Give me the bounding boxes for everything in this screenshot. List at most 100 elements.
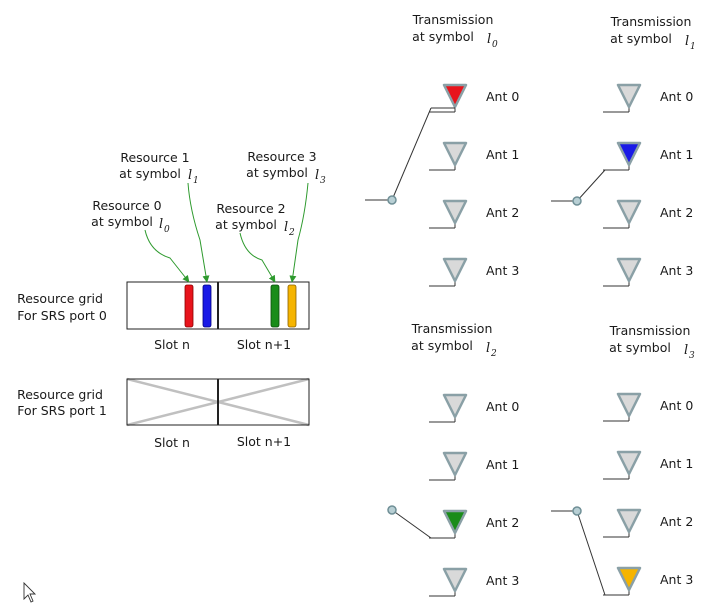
resource1-blue-bar	[202, 284, 212, 328]
panel2-ant3-label: Ant 3	[486, 573, 519, 588]
panel2-switch-pivot	[387, 505, 397, 515]
panel3-title-line2: at symbol	[609, 340, 671, 355]
callout-resource1: Resource 1 at symbol l 1	[119, 150, 210, 283]
panel3-ant2-label: Ant 2	[660, 514, 693, 529]
grid0-label-line2: For SRS port 0	[17, 308, 107, 323]
callout2-sub: 2	[288, 228, 295, 238]
callout3-line1: Resource 3	[247, 149, 316, 164]
resource-grid-port1: Resource grid For SRS port 1 Slot n Slot…	[17, 377, 310, 450]
panel2-title-line2: at symbol	[411, 338, 473, 353]
callout1-line2: at symbol	[119, 166, 181, 181]
grid0-slot-b-label: Slot n+1	[237, 337, 291, 352]
callout0-sub: 0	[164, 225, 170, 235]
panel0-title-symbol: l	[487, 32, 491, 47]
panel0-switch-pivot	[387, 195, 397, 205]
grid0-slot-a-label: Slot n	[154, 337, 190, 352]
panel1-switch-arm	[576, 169, 606, 202]
callout0-line1: Resource 0	[92, 198, 161, 213]
antenna-icon	[616, 450, 642, 476]
callout3-sub: 3	[320, 176, 326, 186]
antenna-icon	[442, 451, 468, 477]
antenna-icon	[442, 141, 468, 167]
panel0-title-line2: at symbol	[412, 29, 474, 44]
callout2-symbol: l	[284, 220, 288, 235]
panel0-ant3-label: Ant 3	[486, 263, 519, 278]
resource0-red-bar	[184, 284, 194, 328]
callout1-line1: Resource 1	[120, 150, 189, 165]
antenna-icon	[616, 257, 642, 283]
antenna-icon	[616, 199, 642, 225]
panel2-ant1-label: Ant 1	[486, 457, 519, 472]
panel0-ant1-label: Ant 1	[486, 147, 519, 162]
panel3-title-sub: 3	[689, 351, 695, 361]
callout1-sub: 1	[193, 176, 199, 186]
panel1-title-symbol: l	[685, 34, 689, 49]
panel1-ant3-label: Ant 3	[660, 263, 693, 278]
antenna-icon	[442, 199, 468, 225]
panel1-title-line2: at symbol	[610, 31, 672, 46]
antenna-icon	[442, 257, 468, 283]
panel3-switch-arm	[576, 510, 606, 596]
callout1-symbol: l	[188, 168, 192, 183]
panel0-title-line1: Transmission	[412, 12, 494, 27]
grid1-slot-a-label: Slot n	[154, 435, 190, 450]
panel3-ant3-label: Ant 3	[660, 572, 693, 587]
grid0-label-line1: Resource grid	[17, 291, 103, 306]
resource-grid-port0: Resource grid For SRS port 0 Slot n Slot…	[17, 281, 310, 352]
grid1-label-line1: Resource grid	[17, 387, 103, 402]
callout0-symbol: l	[159, 217, 163, 232]
panel3-title-symbol: l	[684, 343, 688, 358]
panel3-switch-pivot	[572, 506, 582, 516]
callout-resource3: Resource 3 at symbol l 3	[246, 149, 326, 283]
callout1-arrow	[187, 182, 210, 283]
resource2-green-bar	[270, 284, 280, 328]
panel2-title-sub: 2	[490, 349, 497, 359]
resource3-yellow-bar	[287, 284, 297, 328]
callout3-symbol: l	[315, 168, 319, 183]
antenna-icon	[442, 393, 468, 419]
antenna-active-icon	[442, 509, 468, 535]
antenna-icon	[616, 508, 642, 534]
panel1-title-line1: Transmission	[610, 14, 692, 29]
panel2-switch-arm	[391, 509, 432, 539]
callout3-line2: at symbol	[246, 165, 308, 180]
panel2-title-symbol: l	[486, 341, 490, 356]
callout2-line1: Resource 2	[216, 201, 285, 216]
panel0-title-sub: 0	[492, 40, 498, 50]
panel1-ant2-label: Ant 2	[660, 205, 693, 220]
panel2-title-line1: Transmission	[411, 321, 493, 336]
antenna-icon	[616, 83, 642, 109]
grid1-slot-b-label: Slot n+1	[237, 434, 291, 449]
antenna-icon	[442, 567, 468, 593]
grid1-label-line2: For SRS port 1	[17, 403, 107, 418]
panel3-ant0-label: Ant 0	[660, 398, 693, 413]
panel3-title-line1: Transmission	[609, 323, 691, 338]
callout-resource2: Resource 2 at symbol l 2	[215, 201, 295, 283]
panel0-ant2-label: Ant 2	[486, 205, 519, 220]
callout0-line2: at symbol	[91, 214, 153, 229]
panel2-ant0-label: Ant 0	[486, 399, 519, 414]
antenna-active-icon	[616, 566, 642, 592]
callout-resource0: Resource 0 at symbol l 0	[91, 198, 190, 283]
antenna-active-icon	[442, 83, 468, 109]
callout2-arrow	[239, 232, 276, 283]
callout2-line2: at symbol	[215, 217, 277, 232]
panel1-ant0-label: Ant 0	[660, 89, 693, 104]
antenna-active-icon	[616, 141, 642, 167]
panel2-ant2-label: Ant 2	[486, 515, 519, 530]
panel1-switch-pivot	[572, 196, 582, 206]
callout0-arrow	[144, 229, 190, 283]
panel0-switch-arm	[391, 107, 432, 201]
panel0-ant0-label: Ant 0	[486, 89, 519, 104]
panel1-title-sub: 1	[690, 42, 696, 52]
callout3-arrow	[289, 182, 309, 283]
antenna-icon	[616, 392, 642, 418]
mouse-cursor-icon	[23, 581, 37, 603]
